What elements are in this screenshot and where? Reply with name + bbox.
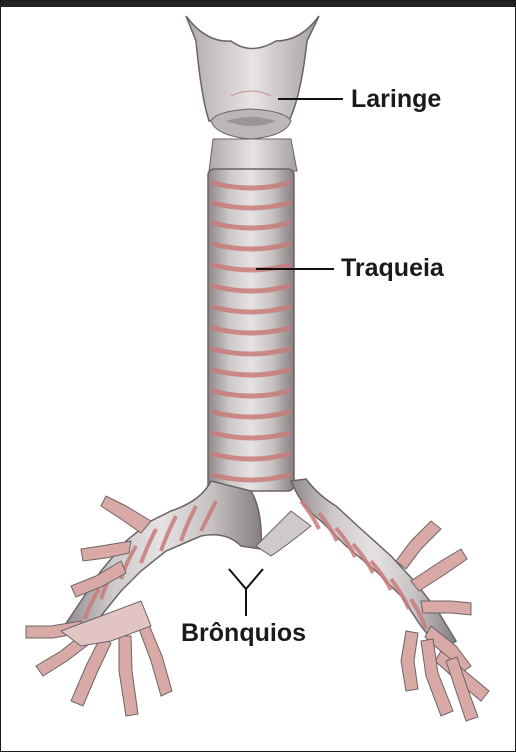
larynx-shape: [185, 15, 320, 172]
trachea-label: Traqueia: [341, 254, 444, 282]
trachea-shape: [207, 168, 295, 492]
bronchi-label: Brônquios: [181, 619, 306, 647]
right-bronchus-shape: [255, 478, 490, 722]
top-border: [1, 1, 515, 7]
left-bronchus-shape: [25, 480, 263, 717]
leader-lines: [228, 98, 343, 616]
larynx-label: Laringe: [351, 85, 442, 113]
